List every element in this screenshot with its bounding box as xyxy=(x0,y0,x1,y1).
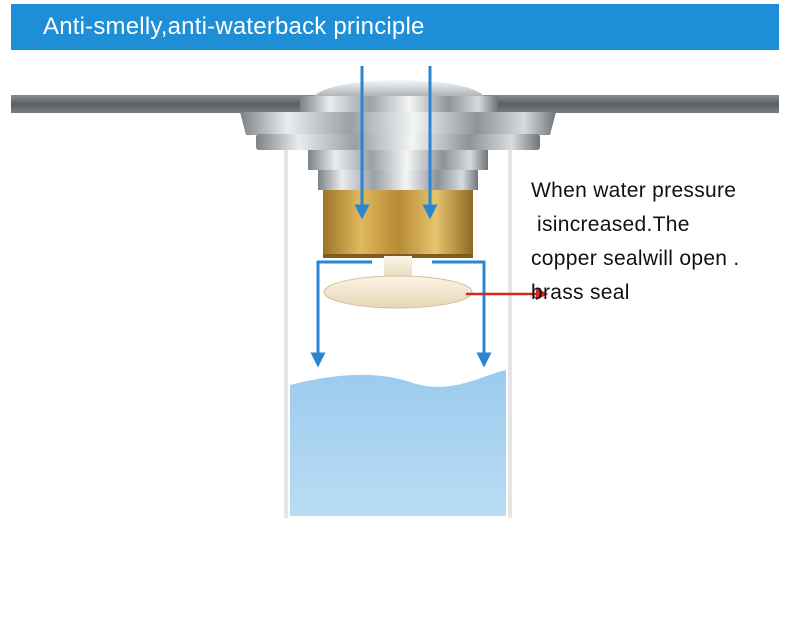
drain-flange-lower xyxy=(256,134,540,150)
callout-line: copper sealwill open . xyxy=(531,247,740,270)
drain-flange xyxy=(240,112,556,135)
drain-neck xyxy=(308,150,488,170)
down-arrow-icon xyxy=(432,260,492,368)
callout-line: isincreased.The xyxy=(537,213,690,236)
callout-line: brass seal xyxy=(531,281,630,304)
header-banner: Anti-smelly,anti-waterback principle xyxy=(11,4,779,50)
page-title: Anti-smelly,anti-waterback principle xyxy=(43,13,425,40)
callout-text: When water pressure isincreased.The copp… xyxy=(531,174,787,310)
callout-line: When water pressure xyxy=(531,179,737,202)
pipe-wall-left xyxy=(284,150,288,518)
brass-core xyxy=(323,190,473,256)
down-arrow-icon xyxy=(310,260,372,368)
drain-body xyxy=(318,170,478,190)
water xyxy=(290,370,506,516)
drain-cap xyxy=(312,80,486,98)
drain-cap-rim xyxy=(300,96,498,112)
pipe-wall-right xyxy=(508,150,512,518)
brass-seal xyxy=(323,275,473,309)
